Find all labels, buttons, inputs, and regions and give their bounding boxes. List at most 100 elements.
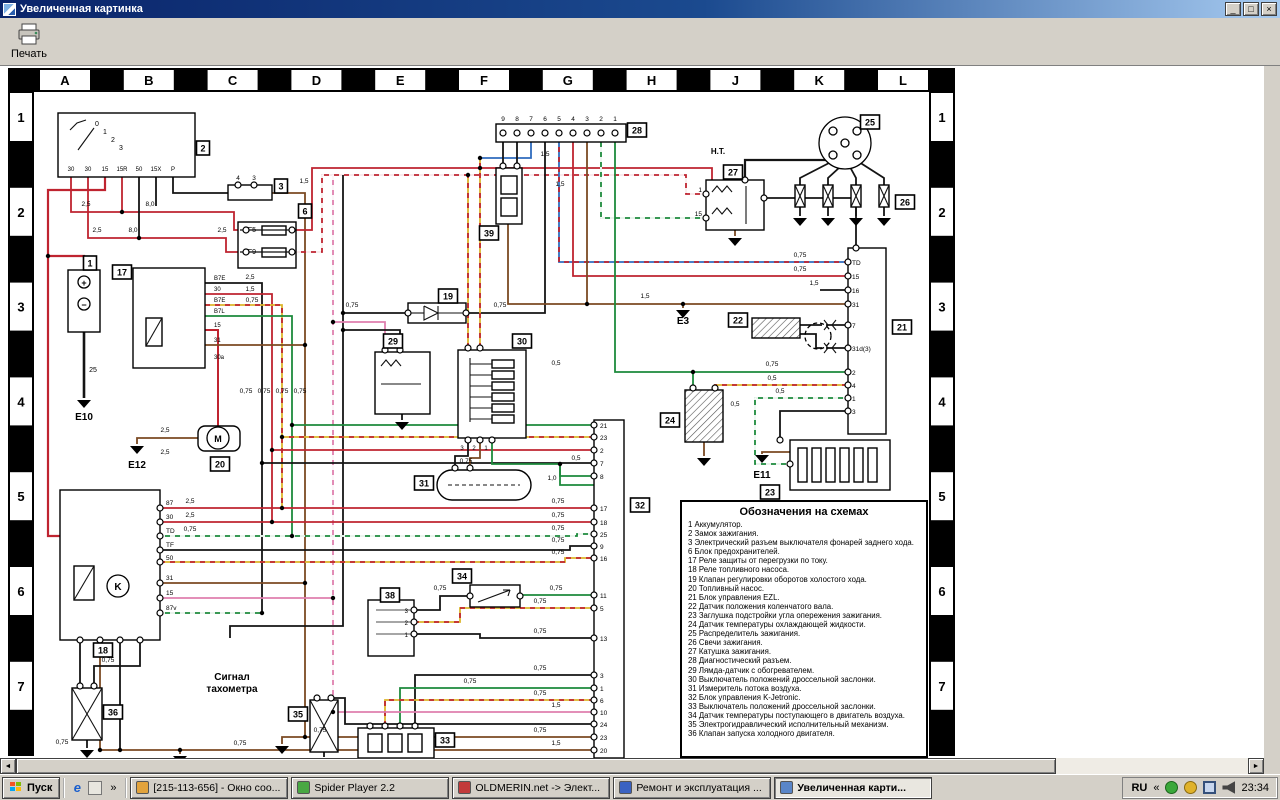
system-tray: RU « 23:34 bbox=[1122, 776, 1278, 799]
grid-row-cell bbox=[10, 567, 32, 615]
pin bbox=[116, 636, 124, 644]
diagram-label: 1,5 bbox=[640, 293, 649, 300]
pin bbox=[844, 286, 852, 294]
scroll-left-button[interactable]: ◄ bbox=[0, 758, 16, 774]
junction-dot bbox=[557, 461, 563, 467]
wire bbox=[205, 293, 273, 522]
diagram-label: 0,75 bbox=[534, 665, 547, 672]
diagram-label: 13 bbox=[600, 636, 608, 643]
ground-symbol bbox=[697, 458, 711, 466]
close-button[interactable]: × bbox=[1261, 2, 1277, 16]
task-label: Ремонт и эксплуатация ... bbox=[636, 781, 762, 794]
pin bbox=[844, 300, 852, 308]
junction-dot bbox=[330, 319, 336, 325]
diagram-label: 1 bbox=[103, 129, 107, 136]
component-badge-number: 36 bbox=[108, 708, 118, 718]
diagram-label: 18 bbox=[600, 520, 608, 527]
component-box bbox=[839, 447, 850, 483]
component-box bbox=[825, 447, 836, 483]
component-badge-number: 21 bbox=[897, 323, 907, 333]
tray-chevron[interactable]: « bbox=[1153, 781, 1160, 794]
tray-icon-messenger[interactable] bbox=[1165, 781, 1179, 794]
pin bbox=[569, 129, 577, 137]
taskbar-task[interactable]: Spider Player 2.2 bbox=[291, 776, 450, 799]
grid-col-cell bbox=[40, 70, 90, 90]
grid-col-cell bbox=[207, 70, 258, 90]
legend-item: 3 Электрический разъем выключателя фонар… bbox=[688, 538, 914, 548]
diagram-label: 1,5 bbox=[555, 181, 564, 188]
symbol-circle bbox=[828, 126, 838, 136]
diagram-label: 21 bbox=[600, 423, 608, 430]
pin bbox=[590, 733, 598, 741]
legend-item: 33 Выключатель положений дроссельной зас… bbox=[688, 701, 876, 711]
diagram-label: − bbox=[81, 300, 86, 310]
junction-dot bbox=[330, 595, 336, 601]
pin bbox=[288, 226, 296, 234]
diagram-label: 1,5 bbox=[809, 280, 818, 287]
quick-launch-chevron[interactable]: » bbox=[110, 781, 117, 794]
scroll-right-button[interactable]: ► bbox=[1248, 758, 1264, 774]
horizontal-scrollbar[interactable]: ◄ ► bbox=[0, 758, 1264, 774]
wire bbox=[160, 557, 594, 563]
pin bbox=[156, 594, 164, 602]
ground-symbol bbox=[755, 455, 769, 463]
component-box bbox=[705, 179, 765, 231]
diagram-label: K bbox=[114, 582, 122, 593]
task-label: Увеличенная карти... bbox=[797, 781, 907, 794]
taskbar-task[interactable]: Увеличенная карти... bbox=[774, 776, 933, 799]
legend-item: 22 Датчик положения коленчатого вала. bbox=[688, 601, 834, 611]
diagram-label: 15 bbox=[102, 167, 109, 173]
junction-dot bbox=[340, 327, 346, 333]
diagram-label: F5 bbox=[248, 227, 256, 234]
diagram-label: 0,75 bbox=[534, 628, 547, 635]
wire-stripe bbox=[414, 607, 594, 623]
taskbar-task[interactable]: [215-113-656] - Окно соо... bbox=[130, 776, 289, 799]
diagram-label: 2,5 bbox=[81, 201, 90, 208]
junction-dot bbox=[690, 369, 696, 375]
diagram-label: 0,75 bbox=[464, 678, 477, 685]
language-indicator[interactable]: RU bbox=[1131, 781, 1148, 794]
wire bbox=[414, 607, 594, 623]
diagram-label: 25 bbox=[89, 367, 97, 374]
maximize-button[interactable]: □ bbox=[1243, 2, 1259, 16]
diagram-label: 2,5 bbox=[160, 449, 169, 456]
minimize-button[interactable]: _ bbox=[1225, 2, 1241, 16]
pin bbox=[844, 381, 852, 389]
symbol-line bbox=[71, 687, 103, 741]
diagram-label: Е3 bbox=[677, 316, 690, 327]
show-desktop-icon[interactable] bbox=[88, 780, 103, 795]
ground-symbol bbox=[676, 310, 690, 318]
component-badge-number: 20 bbox=[215, 460, 225, 470]
junction-dot bbox=[279, 434, 285, 440]
component-box bbox=[500, 175, 518, 195]
pin bbox=[242, 226, 250, 234]
wire bbox=[136, 437, 207, 444]
diagram-label: 9 bbox=[600, 544, 604, 551]
tray-icon-display[interactable] bbox=[1203, 781, 1217, 794]
start-button[interactable]: Пуск bbox=[2, 776, 61, 799]
component-badge bbox=[273, 178, 289, 194]
horizontal-scroll-thumb[interactable] bbox=[16, 758, 1056, 774]
diagram-label: 0,75 bbox=[534, 598, 547, 605]
diagram-label: 8 bbox=[515, 116, 519, 123]
pin bbox=[381, 722, 389, 730]
grid-col-label: C bbox=[228, 73, 238, 88]
grid-col-cell bbox=[710, 70, 761, 90]
pin bbox=[404, 309, 412, 317]
grid-col-cell bbox=[794, 70, 845, 90]
volume-icon[interactable] bbox=[1222, 781, 1236, 794]
diagram-label: 1,0 bbox=[547, 475, 556, 482]
taskbar-task[interactable]: Ремонт и эксплуатация ... bbox=[613, 776, 772, 799]
pin bbox=[464, 344, 472, 352]
taskbar-task[interactable]: OLDMERIN.net -> Элект... bbox=[452, 776, 611, 799]
diagram-label: 50 bbox=[136, 167, 143, 173]
symbol-circle bbox=[77, 297, 91, 311]
component-box bbox=[491, 414, 515, 424]
tray-icon-app[interactable] bbox=[1184, 781, 1198, 794]
ie-icon[interactable]: e bbox=[73, 779, 81, 795]
diagram-label: 0,75 bbox=[550, 585, 563, 592]
diagram-label: 1,5 bbox=[551, 702, 560, 709]
grid-row-cell bbox=[931, 93, 953, 141]
wire bbox=[414, 633, 594, 639]
print-button[interactable]: Печать bbox=[6, 21, 52, 63]
